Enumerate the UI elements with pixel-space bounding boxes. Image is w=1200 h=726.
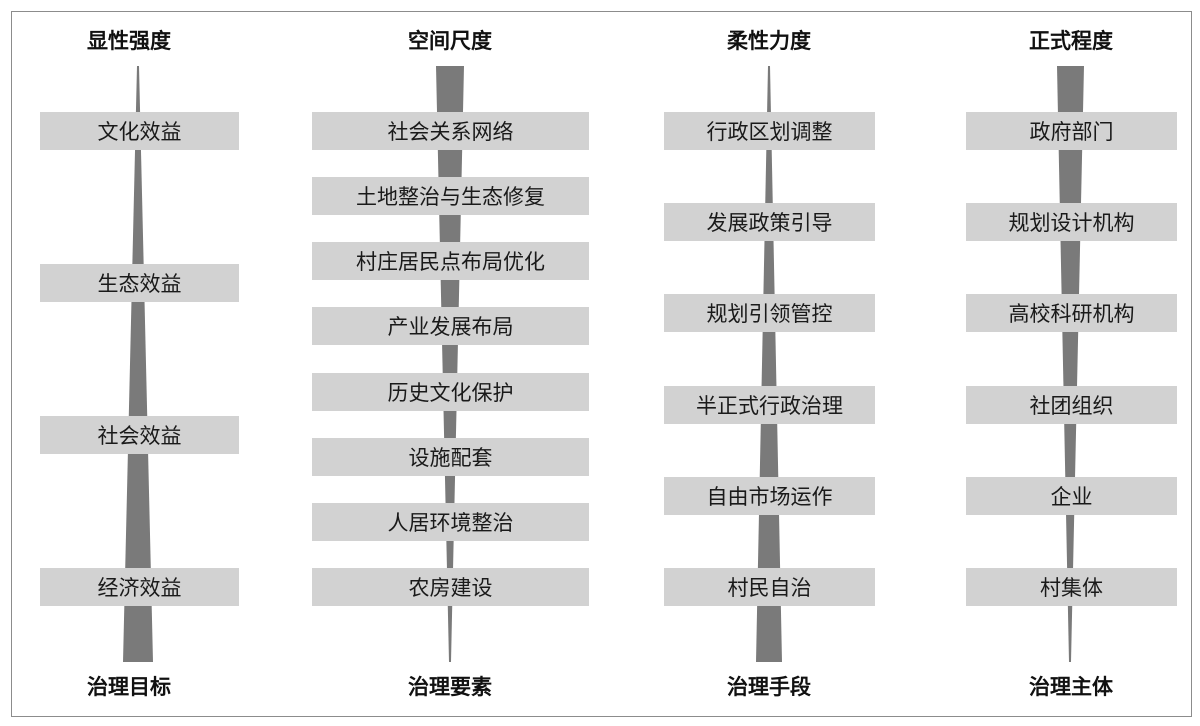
item-box: 农房建设 (312, 568, 589, 606)
item-box: 社会效益 (40, 416, 239, 454)
item-box: 企业 (966, 477, 1177, 515)
item-box: 规划设计机构 (966, 203, 1177, 241)
item-box: 经济效益 (40, 568, 239, 606)
item-box: 规划引领管控 (664, 294, 875, 332)
item-box: 发展政策引导 (664, 203, 875, 241)
item-box: 社团组织 (966, 386, 1177, 424)
item-box: 村集体 (966, 568, 1177, 606)
item-box: 人居环境整治 (312, 503, 589, 541)
item-box: 高校科研机构 (966, 294, 1177, 332)
column-header-3: 柔性力度 (727, 29, 811, 53)
item-box: 社会关系网络 (312, 112, 589, 150)
wedge-col-2 (436, 66, 464, 662)
item-box: 村民自治 (664, 568, 875, 606)
item-box: 土地整治与生态修复 (312, 177, 589, 215)
item-box: 半正式行政治理 (664, 386, 875, 424)
column-footer-3: 治理手段 (727, 675, 811, 699)
column-header-2: 空间尺度 (408, 29, 492, 53)
item-box: 生态效益 (40, 264, 239, 302)
column-header-4: 正式程度 (1029, 29, 1113, 53)
item-box: 自由市场运作 (664, 477, 875, 515)
item-box: 政府部门 (966, 112, 1177, 150)
item-box: 村庄居民点布局优化 (312, 242, 589, 280)
column-footer-2: 治理要素 (408, 675, 492, 699)
wedge-col-1 (123, 66, 153, 662)
item-box: 行政区划调整 (664, 112, 875, 150)
item-box: 文化效益 (40, 112, 239, 150)
column-footer-4: 治理主体 (1029, 675, 1113, 699)
item-box: 设施配套 (312, 438, 589, 476)
column-footer-1: 治理目标 (87, 675, 171, 699)
item-box: 历史文化保护 (312, 373, 589, 411)
column-header-1: 显性强度 (87, 29, 171, 53)
item-box: 产业发展布局 (312, 307, 589, 345)
